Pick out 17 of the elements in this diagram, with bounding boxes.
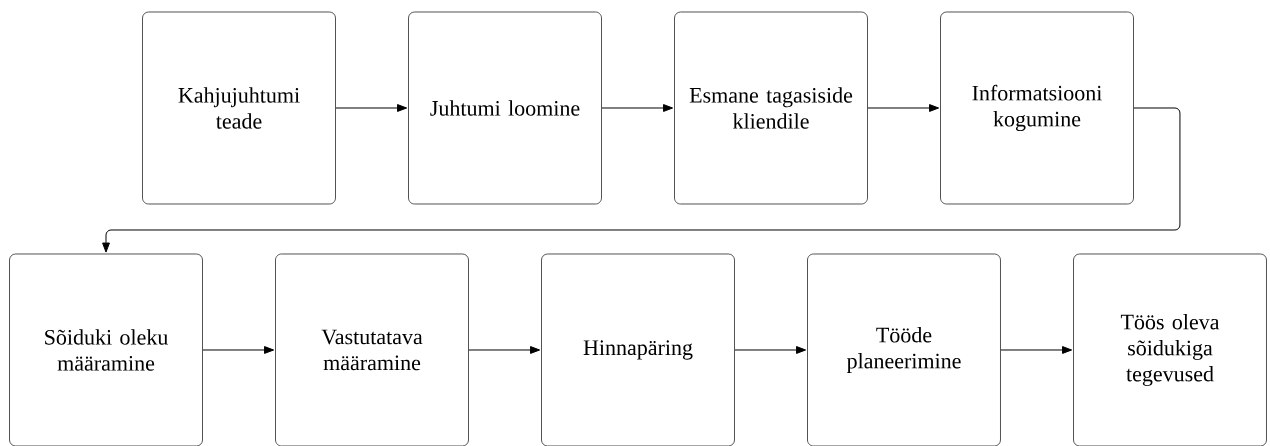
process-box: Tööde planeerimine — [807, 253, 1001, 446]
arrow — [202, 346, 275, 354]
arrow — [734, 346, 807, 354]
process-box: Informatsiooni kogumine — [940, 11, 1134, 205]
arrow — [1000, 346, 1073, 354]
arrow — [867, 104, 940, 112]
process-box: Juhtumi loomine — [408, 11, 602, 205]
process-box: Esmane tagasiside kliendile — [674, 11, 868, 205]
process-box: Vastutatava määramine — [275, 253, 469, 446]
process-box: Töös oleva sõidukiga tegevused — [1073, 253, 1267, 446]
arrow — [335, 104, 408, 112]
arrow — [601, 104, 674, 112]
process-box: Sõiduki oleku määramine — [9, 253, 203, 446]
arrow — [102, 107, 1181, 253]
process-box: Hinnapäring — [541, 253, 735, 446]
arrow — [468, 346, 541, 354]
process-box: Kahjujuhtumi teade — [142, 11, 336, 205]
